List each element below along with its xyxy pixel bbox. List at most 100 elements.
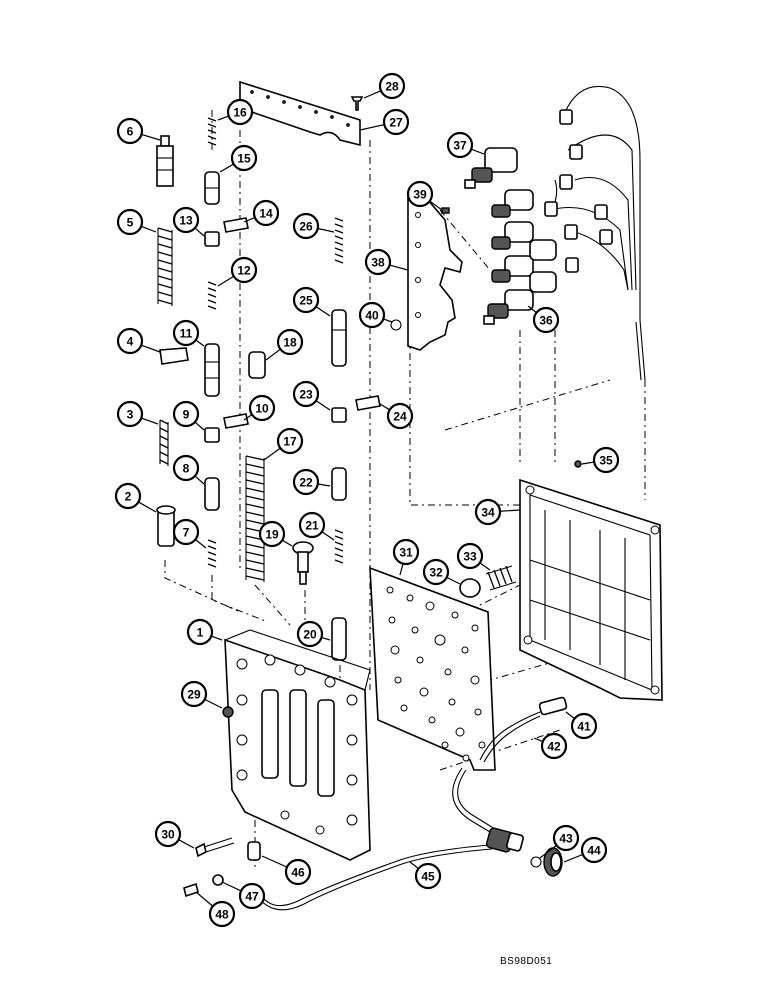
callout-circle-21 <box>298 511 326 539</box>
leader-line-42 <box>533 737 544 743</box>
leader-line-45 <box>409 861 419 870</box>
callout-circle-17 <box>276 427 304 455</box>
callout-number-43: 43 <box>559 832 573 846</box>
callout-circle-3 <box>116 400 144 428</box>
callout-circle-27 <box>382 108 410 136</box>
leader-line-23 <box>315 400 331 411</box>
callout-number-12: 12 <box>237 264 251 278</box>
callout-15: 15 <box>219 144 258 173</box>
leader-line-13 <box>194 227 205 237</box>
leader-line-46 <box>261 855 288 868</box>
callout-number-22: 22 <box>299 476 313 490</box>
callout-6: 6 <box>116 117 161 145</box>
callout-circle-29 <box>180 680 208 708</box>
callout-28: 28 <box>363 72 406 100</box>
callout-number-9: 9 <box>183 408 190 422</box>
leader-line-39 <box>429 200 443 211</box>
callout-39: 39 <box>406 180 443 211</box>
callout-circle-46 <box>284 858 312 886</box>
leader-line-31 <box>399 563 404 576</box>
callout-circle-5 <box>116 208 144 236</box>
part-20-spool <box>331 617 347 661</box>
part-21-spring <box>334 529 344 564</box>
callout-number-10: 10 <box>255 402 269 416</box>
callout-circle-31 <box>392 538 420 566</box>
part-7-spring <box>207 539 217 568</box>
callout-26: 26 <box>292 212 335 240</box>
callout-22: 22 <box>292 468 331 496</box>
callout-21: 21 <box>298 511 335 541</box>
part-41-sensor <box>538 696 568 716</box>
leader-line-25 <box>315 306 331 317</box>
part-13-retainer <box>204 231 220 247</box>
part-12-spring <box>207 281 217 310</box>
callout-circle-33 <box>456 542 484 570</box>
callout-circle-2 <box>114 482 142 510</box>
leader-line-4 <box>141 344 161 353</box>
callout-47: 47 <box>221 881 266 910</box>
callout-number-13: 13 <box>179 214 193 228</box>
callout-32: 32 <box>422 558 461 586</box>
leader-line-16 <box>217 115 229 121</box>
callout-circle-40 <box>358 301 386 329</box>
callout-circle-42 <box>540 732 568 760</box>
callout-number-2: 2 <box>125 490 132 504</box>
callout-circle-7 <box>172 518 200 546</box>
part-46-fitting <box>247 841 261 861</box>
callout-circle-36 <box>532 306 560 334</box>
callout-number-19: 19 <box>265 528 279 542</box>
callout-number-4: 4 <box>127 335 134 349</box>
leader-line-1 <box>211 635 223 641</box>
callout-14: 14 <box>243 199 280 227</box>
callout-34: 34 <box>474 498 521 526</box>
callout-25: 25 <box>292 286 331 317</box>
callout-43: 43 <box>539 824 580 859</box>
leader-line-34 <box>499 509 521 512</box>
callout-circle-25 <box>292 286 320 314</box>
part-48-fitting <box>183 882 199 898</box>
callout-12: 12 <box>217 256 258 287</box>
callout-number-48: 48 <box>215 908 229 922</box>
part-15-spool <box>204 171 220 205</box>
callout-circle-44 <box>580 836 608 864</box>
callout-1: 1 <box>186 618 223 646</box>
callout-number-30: 30 <box>161 828 175 842</box>
part-5-spring <box>157 227 173 306</box>
leader-line-29 <box>204 698 223 709</box>
callout-circle-10 <box>248 394 276 422</box>
callout-circle-38 <box>364 248 392 276</box>
callout-number-39: 39 <box>413 188 427 202</box>
callout-46: 46 <box>261 855 312 886</box>
callout-number-46: 46 <box>291 866 305 880</box>
callout-number-32: 32 <box>429 566 443 580</box>
callout-circle-13 <box>172 206 200 234</box>
part-38-bracket <box>407 195 463 351</box>
callout-number-29: 29 <box>187 688 201 702</box>
callout-20: 20 <box>296 620 331 648</box>
part-40-clip <box>390 319 402 331</box>
callout-circle-15 <box>230 144 258 172</box>
callout-circle-14 <box>252 199 280 227</box>
part-6-valve-spool <box>156 135 174 187</box>
callout-11: 11 <box>172 319 205 347</box>
callout-42: 42 <box>533 732 568 760</box>
part-47-fitting <box>212 874 224 886</box>
callout-circle-37 <box>446 131 474 159</box>
callout-30: 30 <box>154 820 195 849</box>
leader-line-33 <box>479 562 491 571</box>
callout-number-24: 24 <box>393 410 407 424</box>
leader-line-28 <box>363 90 382 99</box>
callout-number-21: 21 <box>305 519 319 533</box>
callout-circle-4 <box>116 327 144 355</box>
callout-circle-6 <box>116 117 144 145</box>
callout-35: 35 <box>581 446 620 474</box>
callout-45: 45 <box>409 861 442 890</box>
callout-27: 27 <box>359 108 410 136</box>
callout-8: 8 <box>172 454 205 485</box>
callout-number-15: 15 <box>237 152 251 166</box>
callout-circle-41 <box>570 712 598 740</box>
part-36-solenoid-stack <box>483 189 557 325</box>
leader-line-37 <box>471 148 485 155</box>
part-16-spring <box>207 117 217 146</box>
callout-number-35: 35 <box>599 454 613 468</box>
